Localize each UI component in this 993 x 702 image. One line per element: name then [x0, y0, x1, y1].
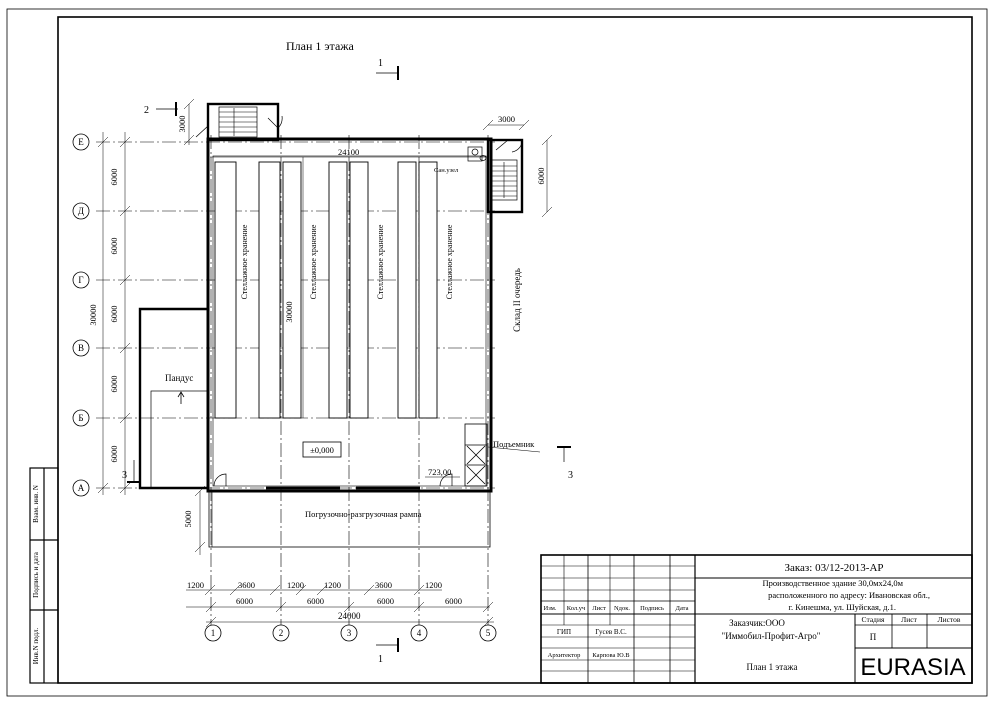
- level-ramp-text: 723,00: [428, 467, 451, 477]
- dim-left-span-4: 6000: [109, 376, 119, 393]
- tb-customer-line1: Заказчик:ООО: [729, 618, 785, 628]
- dim-stair-top-left: 3000: [177, 116, 187, 133]
- dim-ramp-depth: 5000: [183, 511, 193, 528]
- section-mark-3-right: 3: [568, 470, 573, 481]
- rack-label-2: Стеллажное хранение: [309, 224, 318, 299]
- level-box: [302, 441, 342, 458]
- dim-bottom-span-4: 6000: [445, 596, 462, 606]
- dim-bottom-total: 24000: [338, 611, 361, 621]
- tb-gip-name: Гусев В.С.: [595, 628, 627, 636]
- building-walls: [138, 102, 524, 548]
- tb-sheets-header: Листов: [938, 615, 961, 624]
- dim-bottom-seg-5: 3600: [375, 580, 392, 590]
- dim-bottom-seg-6: 1200: [425, 580, 442, 590]
- tb-sheet-name: План 1 этажа: [747, 662, 798, 672]
- section-mark-2: 2: [144, 105, 149, 116]
- sheet-title: План 1 этажа: [286, 39, 355, 53]
- row-axis-label-b: Б: [78, 413, 83, 423]
- column-axis-markers: 1 2 3 4 5: [204, 624, 497, 642]
- row-axis-label-g: Г: [78, 275, 83, 285]
- side-stamp-inv-original: Инв.N подл.: [32, 627, 40, 664]
- warehouse-stage2-label: Склад II очередь: [512, 268, 522, 332]
- dim-bottom-span-1: 6000: [236, 596, 253, 606]
- tb-order: Заказ: 03/12-2013-АР: [784, 562, 883, 574]
- dim-bottom-span-3: 6000: [377, 596, 394, 606]
- inner-dimension-lines: [210, 156, 488, 418]
- row-axis-label-a: А: [78, 483, 85, 493]
- tb-col-change: Изм.: [544, 605, 557, 612]
- dim-bottom-seg-2: 3600: [238, 580, 255, 590]
- row-axis-label-e: Е: [78, 137, 84, 147]
- col-axis-label-1: 1: [211, 628, 216, 638]
- bottom-dimension-chains: [186, 584, 494, 628]
- dim-left-span-1: 6000: [109, 169, 119, 186]
- tb-architect-name: Карпова Ю.В: [592, 652, 630, 659]
- tb-col-signature: Подпись: [640, 605, 664, 612]
- col-axis-label-5: 5: [486, 628, 491, 638]
- tb-object-line1: Производственное здание 30,0мх24,0м: [763, 578, 904, 588]
- storage-racks: [214, 161, 438, 419]
- tb-col-doc: Nдок.: [614, 605, 630, 612]
- section-cut-marks: [127, 66, 571, 652]
- dim-left-span-2: 6000: [109, 238, 119, 255]
- tb-stage-header: Стадия: [862, 615, 885, 624]
- bathroom-fixtures: [467, 146, 487, 162]
- row-axis-markers: Е Д Г В Б А: [72, 133, 90, 497]
- loading-ramp-label: Погрузочно-разгрузочная рампа: [305, 509, 422, 519]
- dim-inner-vertical: 30000: [284, 301, 294, 322]
- dim-bottom-span-2: 6000: [307, 596, 324, 606]
- section-mark-3-left: 3: [122, 470, 127, 481]
- col-axis-label-4: 4: [417, 628, 422, 638]
- tb-col-count: Кол.уч: [567, 605, 586, 612]
- level-zero-text: ±0,000: [310, 445, 334, 455]
- title-block: [540, 554, 973, 684]
- col-axis-label-3: 3: [347, 628, 352, 638]
- dim-stair-right-height: 6000: [536, 168, 546, 185]
- rack-label-1: Стеллажное хранение: [240, 224, 249, 299]
- tb-architect-role: Архитектор: [548, 652, 581, 659]
- left-dimension-chains: [97, 98, 553, 555]
- side-stamp: [29, 467, 59, 684]
- tb-object-line2: расположенного по адресу: Ивановская обл…: [768, 590, 930, 600]
- stair-treads: [219, 108, 517, 198]
- rack-label-4: Стеллажное хранение: [445, 224, 454, 299]
- side-stamp-signature-date: Подпись и дата: [32, 551, 40, 598]
- tb-col-date: Дата: [676, 605, 689, 612]
- dim-left-span-3: 6000: [109, 306, 119, 323]
- eurasia-logo: EURASIA: [860, 654, 965, 681]
- tb-col-sheet: Лист: [592, 605, 606, 612]
- door-swings: [195, 115, 523, 487]
- dim-bottom-seg-3: 1200: [287, 580, 304, 590]
- dim-left-span-5: 6000: [109, 446, 119, 463]
- sheet-outer-frame: [6, 8, 988, 697]
- lift: [464, 423, 541, 487]
- bathroom-label: Сан.узел: [434, 167, 459, 174]
- tb-customer-line2: "Иммобил-Профит-Агро": [722, 631, 821, 641]
- ramp-label: Пандус: [165, 373, 193, 383]
- dim-left-total: 30000: [88, 304, 98, 325]
- sheet-inner-frame: [57, 16, 973, 684]
- rack-label-3: Стеллажное хранение: [376, 224, 385, 299]
- dim-bottom-seg-1: 1200: [187, 580, 204, 590]
- lift-label: Подъемник: [493, 439, 535, 449]
- tb-stage-value: П: [870, 632, 877, 642]
- tb-gip-role: ГИП: [557, 628, 571, 636]
- col-axis-label-2: 2: [279, 628, 284, 638]
- row-axis-label-d: Д: [78, 206, 84, 216]
- tb-sheet-header: Лист: [901, 615, 917, 624]
- section-mark-1-top: 1: [378, 58, 383, 69]
- row-axis-label-v: В: [78, 343, 84, 353]
- dim-bottom-seg-4: 1200: [324, 580, 341, 590]
- section-mark-1-bottom: 1: [378, 654, 383, 665]
- side-stamp-replaced-inv: Взам. инв. N: [32, 485, 40, 523]
- tb-object-line3: г. Кинешма, ул. Шуйская, д.1.: [789, 602, 896, 612]
- dim-stair-right-width: 3000: [498, 114, 515, 124]
- dim-top-inner-width: 24100: [338, 147, 359, 157]
